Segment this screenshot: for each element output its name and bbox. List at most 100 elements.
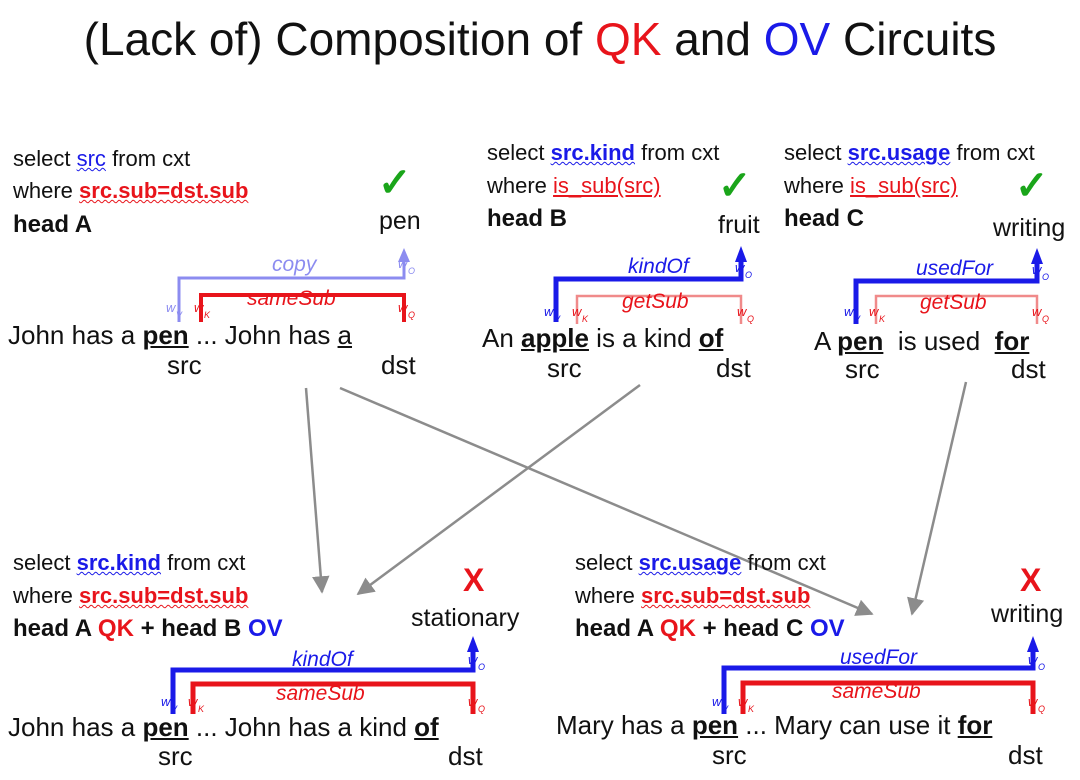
head-c-src-label: src bbox=[845, 354, 880, 384]
comp-ab-qk-label: sameSub bbox=[276, 682, 365, 705]
svg-text:w: w bbox=[468, 694, 479, 709]
svg-text:w: w bbox=[1032, 304, 1043, 319]
comp-ac-output: writing bbox=[991, 600, 1064, 628]
head-part: head A bbox=[575, 615, 660, 642]
from-cxt-keyword: from cxt bbox=[641, 140, 720, 165]
head-b-dst-label: dst bbox=[716, 353, 751, 383]
title-ov: OV bbox=[763, 13, 831, 65]
comp-ab-dst-label: dst bbox=[448, 741, 483, 771]
select-keyword: select bbox=[13, 550, 71, 575]
head-a-ov-path bbox=[177, 262, 406, 298]
svg-text:O: O bbox=[408, 266, 415, 276]
comp-ab-src-label: src bbox=[158, 741, 193, 771]
head-b-sentence: An apple is a kind of bbox=[482, 323, 723, 354]
svg-text:K: K bbox=[879, 314, 886, 324]
from-cxt-keyword: from cxt bbox=[956, 140, 1035, 165]
sentence-part: ... John has a kind bbox=[188, 712, 415, 742]
head-b-src-label: src bbox=[547, 353, 582, 383]
where-keyword: where bbox=[575, 583, 635, 608]
select-keyword: select bbox=[784, 140, 842, 165]
svg-text:w: w bbox=[398, 300, 409, 315]
comp-ab-sentence: John has a pen ... John has a kind of bbox=[8, 712, 439, 743]
where-keyword: where bbox=[784, 173, 844, 198]
comp-ab-output: stationary bbox=[411, 604, 520, 632]
dst-token: for bbox=[957, 710, 993, 740]
src-token: pen bbox=[837, 326, 884, 356]
comp-ac-circuit: w V w K w Q w O bbox=[712, 636, 1045, 714]
dst-token: a bbox=[337, 320, 353, 350]
from-cxt-keyword: from cxt bbox=[112, 146, 191, 171]
sentence-part: is a kind bbox=[588, 323, 699, 353]
dst-token: of bbox=[414, 712, 439, 742]
head-c-check-icon: ✓ bbox=[1015, 164, 1049, 208]
head-b-label: head B bbox=[487, 205, 568, 232]
svg-text:K: K bbox=[582, 314, 589, 324]
sentence-part: is used bbox=[883, 326, 995, 356]
head-c-select-line: select src.usage from cxt bbox=[784, 140, 1035, 166]
page-title: (Lack of) Composition of QK and OV Circu… bbox=[0, 12, 1080, 66]
comp-ac-qk-path bbox=[740, 680, 1036, 714]
head-c-ov-path bbox=[853, 264, 1040, 324]
comp-ac-qk-label: sameSub bbox=[832, 680, 921, 703]
where-keyword: where bbox=[487, 173, 547, 198]
head-c-ov-label: usedFor bbox=[916, 257, 994, 280]
head-a-check-icon: ✓ bbox=[378, 161, 412, 205]
select-keyword: select bbox=[13, 146, 71, 171]
comp-ac-select-field: src.usage bbox=[638, 550, 742, 575]
head-c-dst-label: dst bbox=[1011, 354, 1046, 384]
svg-text:Q: Q bbox=[1038, 704, 1045, 714]
svg-text:V: V bbox=[722, 704, 729, 714]
svg-text:K: K bbox=[748, 704, 755, 714]
arrow-a-to-ac bbox=[339, 386, 874, 616]
select-keyword: select bbox=[575, 550, 633, 575]
head-a-output: pen bbox=[379, 207, 421, 235]
svg-text:O: O bbox=[745, 270, 752, 280]
svg-text:w: w bbox=[844, 304, 855, 319]
comp-ab-where-clause: src.sub=dst.sub bbox=[79, 583, 249, 608]
head-c-output: writing bbox=[993, 214, 1066, 242]
head-b-circuit: w V w K w Q w O bbox=[544, 246, 754, 324]
dst-token: of bbox=[698, 323, 724, 353]
arrow-c-to-ac bbox=[907, 381, 968, 616]
qk-tag: QK bbox=[659, 615, 696, 642]
title-qk: QK bbox=[594, 13, 662, 65]
comp-ac-sentence: Mary has a pen ... Mary can use it for bbox=[556, 710, 992, 741]
head-b-ov-label: kindOf bbox=[628, 255, 689, 278]
comp-ab-circuit: w V w K w Q w O bbox=[161, 636, 485, 714]
head-a-qk-path bbox=[199, 293, 406, 322]
title-mid: and bbox=[661, 13, 764, 65]
comp-ac-cross-icon: X bbox=[1020, 562, 1042, 598]
comp-ac-head-label: head A QK + head C OV bbox=[575, 615, 845, 643]
sentence-part: John has a bbox=[8, 712, 143, 742]
sentence-part: ... Mary can use it bbox=[738, 710, 958, 740]
svg-text:w: w bbox=[572, 304, 583, 319]
svg-text:w: w bbox=[1028, 652, 1039, 667]
comp-ab-qk-path bbox=[190, 681, 476, 714]
head-c-qk-label: getSub bbox=[920, 291, 987, 314]
head-c-sentence: A pen is used for bbox=[814, 326, 1029, 357]
comp-ab-select-field: src.kind bbox=[76, 550, 161, 575]
svg-text:w: w bbox=[735, 260, 746, 275]
head-c-where-line: where is_sub(src) bbox=[784, 173, 958, 199]
svg-text:V: V bbox=[854, 314, 861, 324]
head-b-output: fruit bbox=[718, 211, 760, 239]
head-b-select-line: select src.kind from cxt bbox=[487, 140, 719, 166]
svg-text:w: w bbox=[738, 694, 749, 709]
head-a-ov-arrowhead bbox=[398, 248, 410, 262]
head-b-where-line: where is_sub(src) bbox=[487, 173, 661, 199]
svg-text:w: w bbox=[1028, 694, 1039, 709]
head-a-dst-label: dst bbox=[381, 350, 416, 380]
comp-ab-select-line: select src.kind from cxt bbox=[13, 550, 245, 576]
comp-ac-dst-label: dst bbox=[1008, 740, 1043, 770]
head-c-qk-path bbox=[874, 294, 1039, 324]
comp-ac-where-line: where src.sub=dst.sub bbox=[575, 583, 810, 609]
head-c-select-field: src.usage bbox=[847, 140, 951, 165]
svg-text:V: V bbox=[171, 704, 178, 714]
sentence-part: An bbox=[482, 323, 522, 353]
title-prefix: (Lack of) Composition of bbox=[83, 13, 595, 65]
head-a-src-label: src bbox=[167, 350, 202, 380]
svg-text:w: w bbox=[737, 304, 748, 319]
svg-text:V: V bbox=[554, 314, 561, 324]
svg-text:O: O bbox=[478, 662, 485, 672]
